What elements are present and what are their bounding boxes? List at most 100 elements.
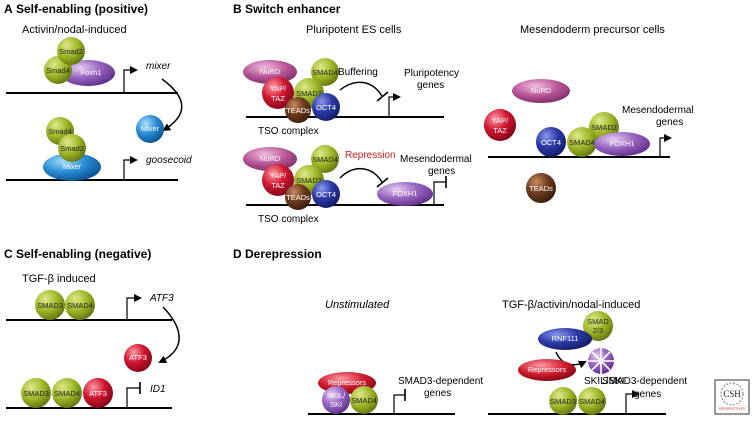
- panel-b: B Switch enhancer Pluripotent ES cells M…: [233, 2, 694, 225]
- smad4-protein: [567, 127, 597, 157]
- oct4-label: OCT4: [316, 190, 336, 199]
- smad3-protein: [35, 290, 65, 320]
- gene-mixer: mixer: [146, 61, 171, 72]
- smad23-label-1: SMAD: [587, 317, 609, 326]
- yap-label: YAP/: [492, 116, 509, 125]
- smad4-label: SMAD4: [579, 397, 605, 406]
- pluripotency-genes-l1: Pluripotency: [404, 68, 459, 79]
- induced-title: TGF-β/activin/nodal-induced: [502, 299, 640, 311]
- mesendodermal-genes-l1: Mesendodermal: [622, 105, 694, 116]
- gene-id1: ID1: [150, 384, 166, 395]
- smad4-protein: [311, 145, 339, 173]
- ski-label: SKI: [330, 400, 342, 409]
- mixer-bound-protein: [43, 153, 101, 181]
- yap-taz-protein: [484, 109, 516, 141]
- yap-taz-protein: [262, 77, 294, 109]
- panel-c-subtitle: TGF-β induced: [22, 273, 96, 285]
- yap-taz-protein: [262, 164, 294, 196]
- curved-arrow: [161, 78, 183, 132]
- oct4-protein: [312, 180, 340, 208]
- tso-complex-label: TSO complex: [258, 214, 319, 225]
- oct4-label: OCT4: [316, 103, 336, 112]
- tso-complex-label: TSO complex: [258, 126, 319, 137]
- panel-d-letter: D: [233, 247, 242, 261]
- smad2-label: SMAD2: [296, 176, 322, 185]
- smad2-protein: [58, 134, 86, 162]
- inhibition-bar: [376, 91, 389, 102]
- curved-arrow: [158, 306, 180, 364]
- smad4-protein: [578, 387, 606, 415]
- tss-arrow: [625, 390, 640, 414]
- oct4-protein: [312, 93, 340, 121]
- panel-c: C Self-enabling (negative) TGF-β induced…: [4, 247, 180, 409]
- panel-a-title: Self-enabling (positive): [16, 2, 148, 16]
- smad2-label: SMAD2: [296, 89, 322, 98]
- nurd-label: NuRD: [260, 154, 281, 163]
- teads-label: TEADs: [286, 106, 310, 115]
- foxh1-protein: [594, 132, 650, 156]
- teads-label: TEADs: [529, 184, 553, 193]
- smad2-protein: [57, 37, 85, 65]
- smad3-label: SMAD3: [37, 301, 63, 310]
- mixer-free-label: Mixer: [141, 124, 160, 133]
- rnf111-protein: [538, 328, 592, 350]
- buffering-label: Buffering: [338, 67, 378, 78]
- taz-label: TAZ: [493, 126, 507, 135]
- smad3-genes-l2: genes: [424, 388, 451, 399]
- panel-c-letter: C: [4, 247, 13, 261]
- rnf111-label: RNF111: [552, 334, 579, 343]
- smad4-protein: [65, 290, 95, 320]
- inhibition-arc: [339, 81, 383, 97]
- smad23-label-2: 2/3: [593, 326, 603, 335]
- mesendodermal-genes-l2: genes: [656, 117, 683, 128]
- oct4-label: OCT4: [541, 138, 561, 147]
- foxh1-protein: [61, 60, 115, 86]
- mesendodermal-genes-l2: genes: [428, 166, 455, 177]
- foxh1-label: FOXH1: [609, 139, 634, 148]
- smad3-genes-l2: genes: [634, 389, 661, 400]
- smad4-label: SMAD4: [569, 138, 595, 147]
- atf3-free-protein: [124, 344, 152, 372]
- repressed-tss: [393, 394, 405, 414]
- oct4-protein: [536, 127, 566, 157]
- smad23-protein: [583, 311, 613, 341]
- repression-label: Repression: [345, 150, 396, 161]
- inhibition-arc: [339, 168, 383, 183]
- gene-goosecoid: goosecoid: [146, 155, 192, 166]
- atf3-bound-protein: [83, 378, 113, 408]
- smad4-protein: [350, 386, 378, 414]
- nurd-protein: [512, 79, 570, 103]
- nurd-label: NuRD: [531, 86, 552, 95]
- tss-arrow: [123, 66, 138, 93]
- teads-label: TEADs: [286, 193, 310, 202]
- smad4-label: SMAD4: [351, 396, 377, 405]
- mesendodermal-genes-l1: Mesendodermal: [400, 154, 472, 165]
- teads-protein: [526, 173, 556, 203]
- taz-label: TAZ: [271, 181, 285, 190]
- taz-label: TAZ: [271, 94, 285, 103]
- panel-d: D Derepression Unstimulated TGF-β/activi…: [233, 247, 687, 415]
- skil-ski-degraded: [588, 348, 614, 374]
- foxh1-label: Foxh1: [81, 68, 102, 77]
- logo-text: CSH: [723, 389, 741, 399]
- smad3-genes-l1: SMAD3-dependent: [398, 376, 483, 387]
- unstimulated-title: Unstimulated: [325, 299, 390, 311]
- mixer-bound-label: Mixer: [63, 162, 82, 171]
- smad2-label: Smad2: [60, 144, 84, 153]
- smad3-protein: [549, 387, 577, 415]
- smad4-label: SMAD4: [312, 68, 338, 77]
- skil-label: SKIL/: [327, 391, 346, 400]
- yap-label: YAP/: [270, 84, 287, 93]
- smad4-protein: [52, 378, 82, 408]
- panel-d-title: Derepression: [245, 247, 322, 261]
- csh-perspectives-logo: CSH PERSPECTIVES: [714, 379, 750, 415]
- smad4-label: Smad4: [46, 66, 70, 75]
- foxh1-label: FOXH1: [392, 189, 417, 198]
- panel-b-title: Switch enhancer: [245, 2, 341, 16]
- smad4-protein: [311, 58, 339, 86]
- repressors-protein: [518, 359, 576, 381]
- smad4-label: SMAD4: [312, 155, 338, 164]
- tss-arrow: [123, 156, 138, 180]
- tss-arrow: [388, 93, 401, 117]
- teads-protein: [285, 184, 311, 210]
